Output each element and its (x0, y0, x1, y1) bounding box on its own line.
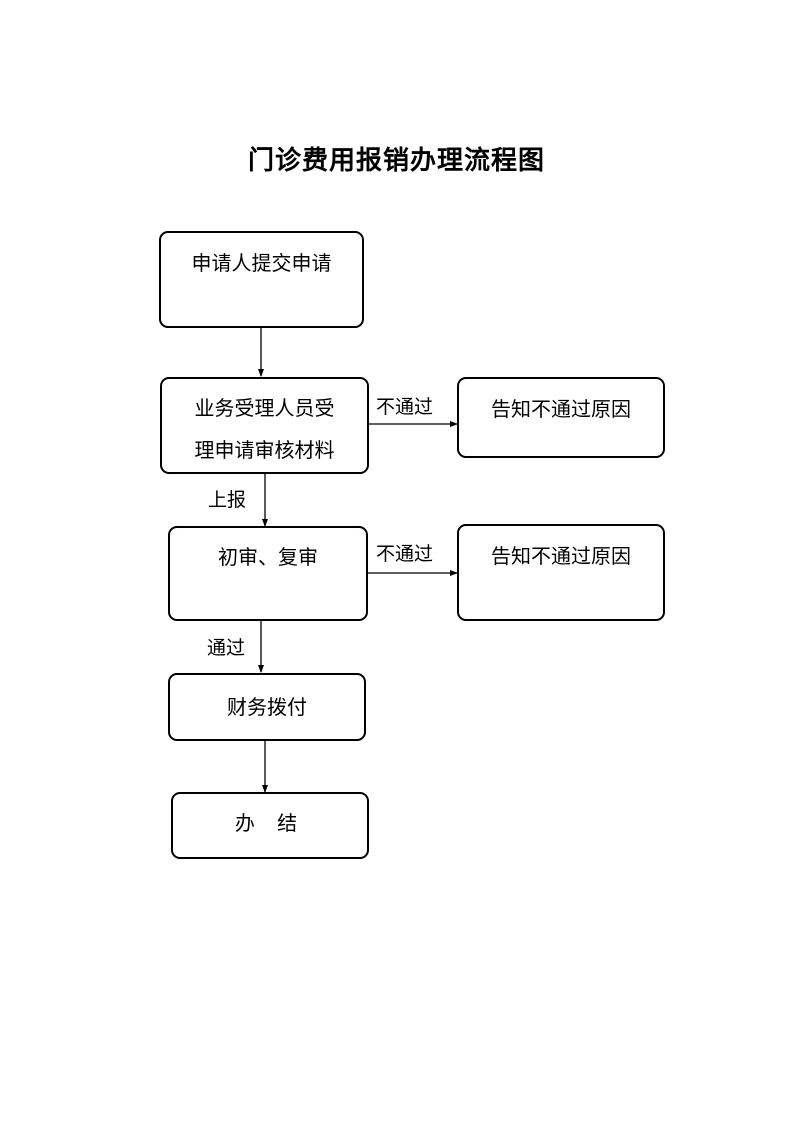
step-audit-label: 初审、复审 (218, 545, 318, 569)
step-done-label: 办 结 (234, 811, 306, 835)
step-finance-payment: 财务拨付 (168, 673, 366, 741)
notify-rejection-label-2: 告知不通过原因 (491, 544, 631, 568)
step-review-label-line1: 业务受理人员受 (194, 396, 335, 420)
page-title: 门诊费用报销办理流程图 (247, 146, 545, 176)
step-submit-application: 申请人提交申请 (159, 231, 364, 328)
step-submit-label: 申请人提交申请 (191, 251, 332, 275)
notify-rejection-label-1: 告知不通过原因 (491, 397, 631, 421)
edge-label-reject-1: 不通过 (376, 396, 434, 418)
step-pay-label: 财务拨付 (227, 695, 307, 719)
edge-label-reject-2: 不通过 (376, 543, 434, 565)
step-review-materials: 业务受理人员受 理申请审核材料 (160, 377, 369, 474)
edge-label-report: 上报 (208, 489, 247, 511)
step-review-label-line2: 理申请审核材料 (194, 438, 335, 462)
notify-rejection-reason-1: 告知不通过原因 (457, 377, 665, 458)
step-completed: 办 结 (171, 792, 369, 859)
notify-rejection-reason-2: 告知不通过原因 (457, 524, 665, 621)
step-initial-and-secondary-audit: 初审、复审 (168, 526, 368, 621)
edge-label-pass: 通过 (207, 637, 246, 659)
